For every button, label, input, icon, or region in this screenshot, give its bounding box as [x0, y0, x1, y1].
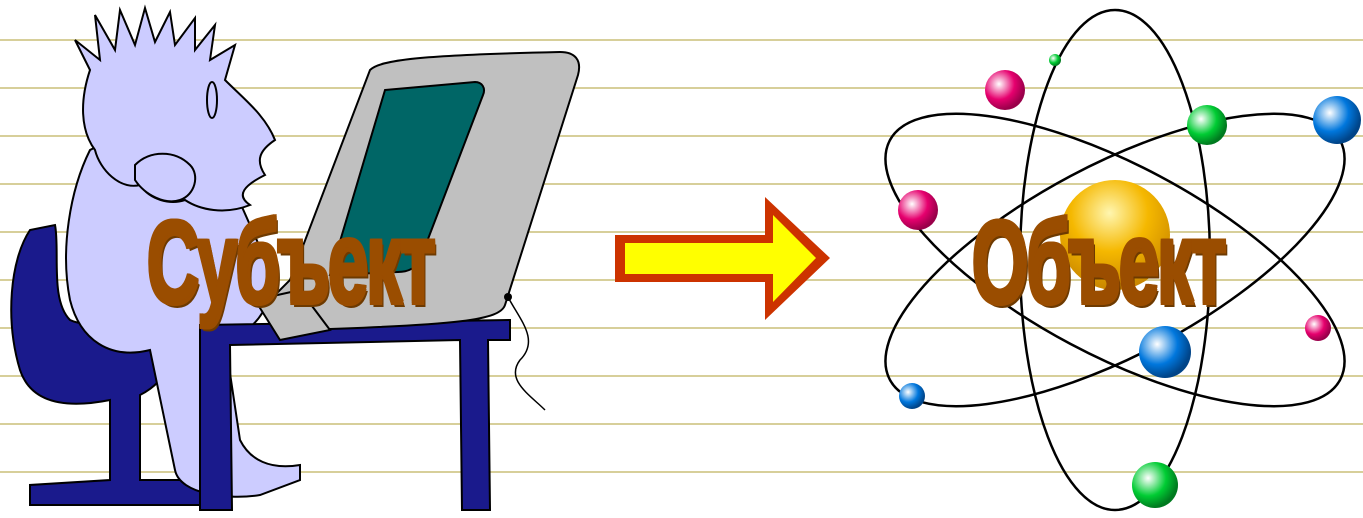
- electron: [1049, 54, 1061, 66]
- electron: [1187, 105, 1227, 145]
- electron: [1132, 462, 1178, 508]
- subject-word: Субъект: [147, 188, 432, 338]
- electron: [898, 190, 938, 230]
- object-word: Объект: [968, 188, 1228, 338]
- electron: [899, 383, 925, 409]
- right-arrow-icon: [615, 197, 830, 320]
- mouse-cable: [508, 297, 545, 410]
- electron: [1305, 315, 1331, 341]
- electron: [1313, 96, 1361, 144]
- electron: [985, 70, 1025, 110]
